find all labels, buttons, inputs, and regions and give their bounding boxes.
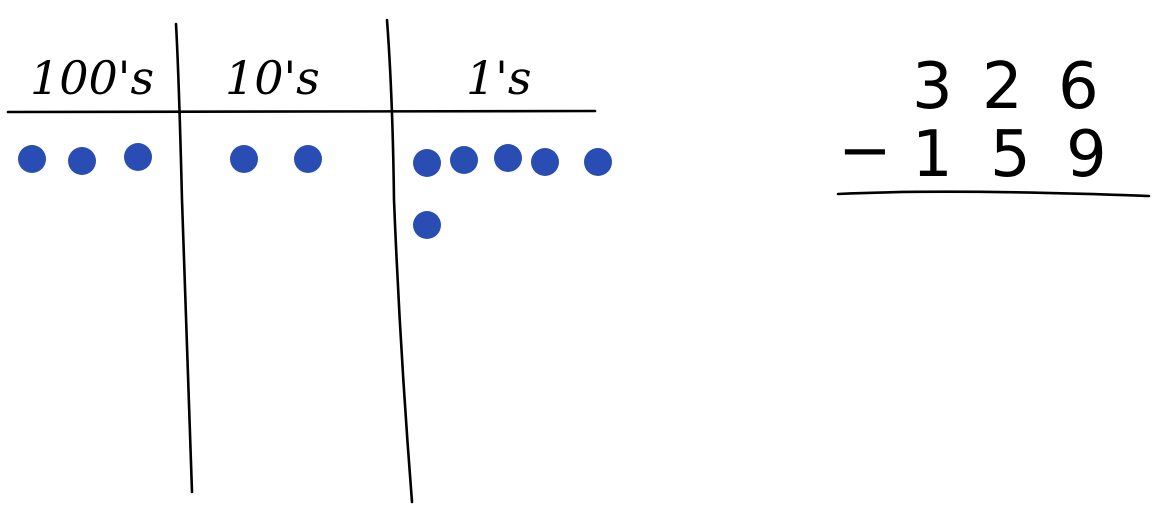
subtrahend-digit-hundreds: 1 — [912, 118, 953, 192]
ones-dot — [413, 149, 441, 177]
column-header-ones: 1's — [466, 51, 532, 105]
ones-dot — [531, 148, 559, 176]
tens-dots — [230, 145, 322, 173]
ones-dot — [413, 211, 441, 239]
minuend-digit-hundreds: 3 — [912, 50, 953, 124]
minus-operator: − — [838, 114, 892, 188]
minuend-digit-tens: 2 — [982, 50, 1023, 124]
hundreds-dot — [124, 143, 152, 171]
subtrahend-digit-tens: 5 — [990, 118, 1031, 192]
column-header-tens: 10's — [225, 51, 320, 105]
answer-rule — [836, 190, 1151, 198]
column-divider-2 — [385, 18, 414, 504]
minuend-digit-ones: 6 — [1058, 50, 1099, 124]
ones-dots — [413, 144, 612, 239]
hundreds-dots — [18, 143, 152, 175]
ones-dot — [584, 148, 612, 176]
ones-dot — [494, 144, 522, 172]
column-divider-1 — [174, 22, 194, 494]
subtraction-problem: 3 2 6 − 1 5 9 — [836, 50, 1151, 198]
tens-dot — [230, 145, 258, 173]
ones-dot — [450, 146, 478, 174]
tens-dot — [294, 145, 322, 173]
header-rule — [6, 109, 597, 114]
column-header-hundreds: 100's — [30, 51, 154, 105]
subtrahend-digit-ones: 9 — [1066, 118, 1107, 192]
hundreds-dot — [68, 147, 96, 175]
hundreds-dot — [18, 145, 46, 173]
place-value-chart: 100's 10's 1's — [6, 18, 612, 504]
